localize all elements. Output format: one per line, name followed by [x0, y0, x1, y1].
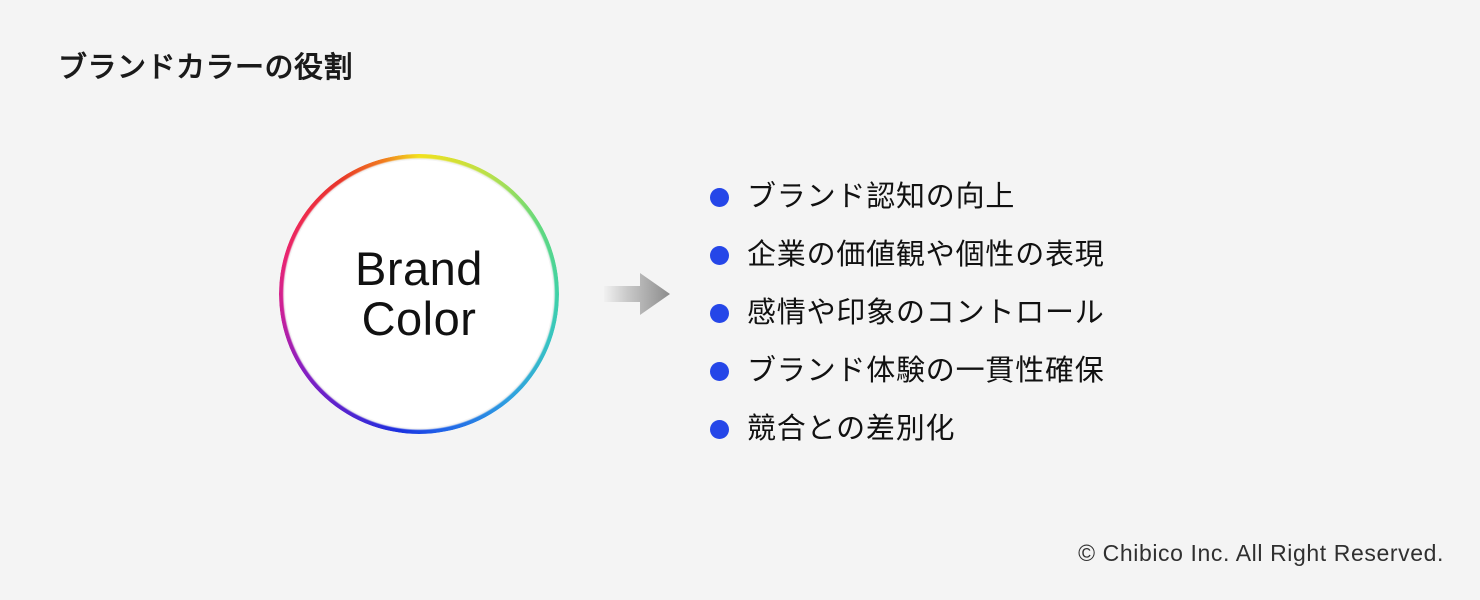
list-item: ブランド認知の向上: [710, 168, 1230, 226]
list-item: 感情や印象のコントロール: [710, 284, 1230, 342]
list-item-label: ブランド体験の一貫性確保: [747, 354, 1105, 387]
bullet-dot-icon: [710, 361, 729, 381]
brand-color-label-group: Brand Color: [285, 160, 553, 428]
bullet-dot-icon: [710, 245, 729, 265]
list-item-label: 企業の価値観や個性の表現: [747, 238, 1105, 271]
list-item-label: ブランド認知の向上: [747, 180, 1016, 213]
bullet-dot-icon: [710, 419, 729, 439]
bullet-dot-icon: [710, 303, 729, 323]
list-item: 競合との差別化: [710, 400, 1230, 458]
brand-color-label-line1: Brand: [355, 241, 483, 295]
right-arrow-icon: [604, 272, 670, 316]
list-item-label: 感情や印象のコントロール: [747, 296, 1105, 329]
list-item: 企業の価値観や個性の表現: [710, 226, 1230, 284]
brand-color-label-line2: Color: [361, 292, 477, 345]
list-item: ブランド体験の一貫性確保: [710, 342, 1230, 400]
list-item-label: 競合との差別化: [747, 412, 956, 445]
brand-color-wheel: Brand Color: [279, 154, 559, 434]
benefit-list: ブランド認知の向上 企業の価値観や個性の表現 感情や印象のコントロール ブランド…: [710, 168, 1230, 458]
footer-copyright: © Chibico Inc. All Right Reserved.: [1078, 540, 1444, 566]
page-title: ブランドカラーの役割: [58, 52, 354, 84]
bullet-dot-icon: [710, 187, 729, 207]
